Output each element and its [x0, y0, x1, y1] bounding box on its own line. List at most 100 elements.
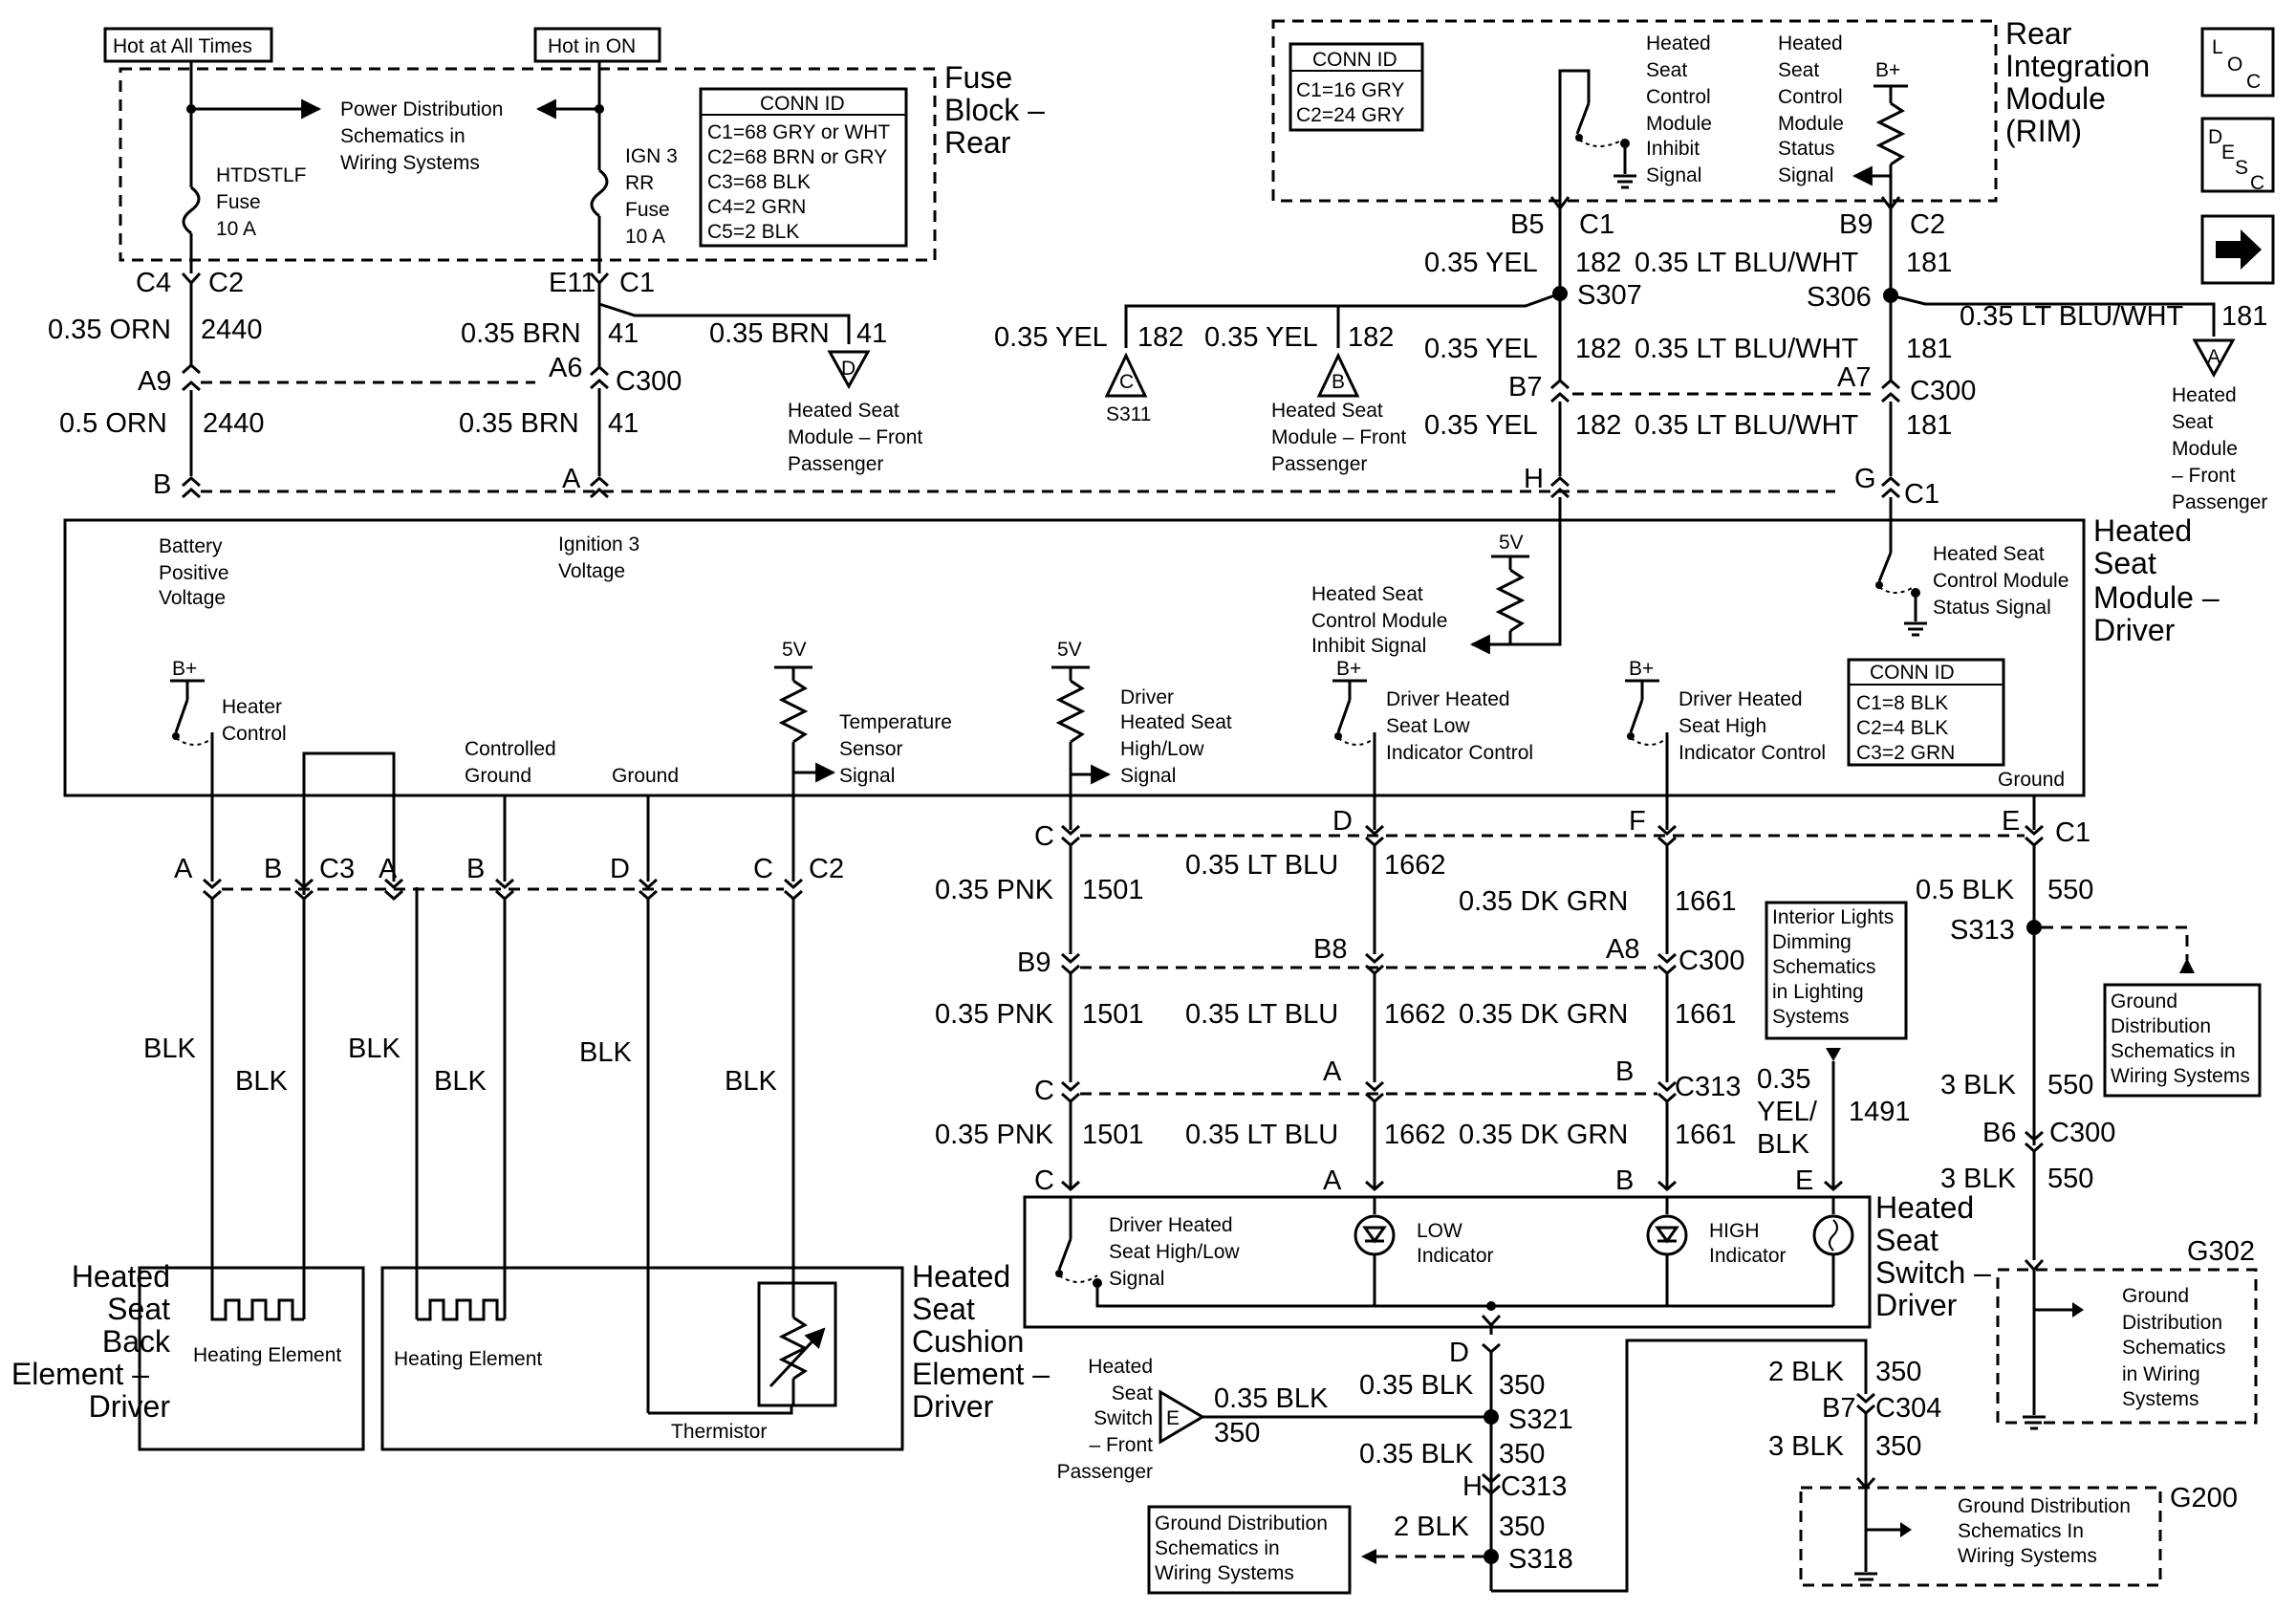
- fuse-block-conn-id-box: [699, 87, 908, 248]
- svg-text:Ground Distribution: Ground Distribution: [1155, 1513, 1328, 1535]
- loc-icon[interactable]: LOC: [2200, 27, 2275, 98]
- svg-text:Ground: Ground: [465, 765, 531, 787]
- svg-text:Passenger: Passenger: [788, 453, 883, 475]
- conn-c313-lower: C313: [1501, 1471, 1567, 1502]
- svg-text:S: S: [2235, 157, 2248, 179]
- conn-b8: B8: [1313, 934, 1347, 965]
- low-ind-switch: [1336, 699, 1352, 733]
- conn-c2-rim: C2: [1910, 209, 1945, 240]
- svg-text:Wiring Systems: Wiring Systems: [2111, 1065, 2250, 1087]
- wire-blk-d-num: 350: [1499, 1370, 1545, 1401]
- conn-h-c313: H: [1462, 1471, 1483, 1502]
- wire-blk3a: 3 BLK: [1940, 1070, 2017, 1100]
- wire-lbw-branch-num: 181: [2221, 301, 2267, 332]
- conn-c1-right: C1: [1904, 479, 1939, 510]
- low-indicator-label-2: Indicator: [1417, 1245, 1494, 1267]
- htdstlf-fuse-symbol: [182, 185, 201, 235]
- svg-text:Module: Module: [1778, 113, 1844, 135]
- svg-text:Driver Heated: Driver Heated: [1109, 1214, 1233, 1236]
- g200-ground-icon: [1854, 1572, 1877, 1587]
- wire-dg-2: 0.35 DK GRN: [1459, 999, 1628, 1030]
- svg-text:Seat: Seat: [1112, 1382, 1153, 1404]
- offpage-d-letter: D: [841, 358, 856, 380]
- svg-text:Heated: Heated: [72, 1259, 170, 1294]
- ign3-rr-fuse-symbol: [590, 168, 609, 218]
- wire-dg-1-num: 1661: [1675, 886, 1737, 917]
- hilow-pullup-resistor: [1055, 679, 1086, 744]
- wire-blk-e: 0.35 BLK: [1214, 1383, 1329, 1414]
- heater-control-switch: [174, 699, 189, 733]
- wire-pnk-1-num: 1501: [1082, 875, 1144, 905]
- hot-at-all-times-label: Hot at All Times: [113, 35, 252, 57]
- status-ground-icon: [1904, 621, 1927, 637]
- svg-text:Heated: Heated: [912, 1259, 1010, 1294]
- svg-text:Seat: Seat: [107, 1292, 170, 1326]
- v5-hilow: 5V: [1057, 639, 1082, 661]
- svg-text:Seat Low: Seat Low: [1386, 715, 1470, 737]
- svg-text:Fuse: Fuse: [944, 60, 1012, 95]
- wire-blk3a-num: 550: [2047, 1070, 2093, 1100]
- arrow-right-icon[interactable]: [2200, 214, 2275, 285]
- wire-lbw-3-num: 181: [1906, 410, 1952, 441]
- svg-text:Module –: Module –: [2093, 580, 2220, 615]
- switch-pin-d: D: [1449, 1338, 1469, 1368]
- conn-s307: S307: [1577, 280, 1642, 311]
- hsm-conn-id-title: CONN ID: [1870, 662, 1955, 684]
- svg-text:Heated: Heated: [1646, 33, 1711, 54]
- hsm-conn-id-2: C2=4 BLK: [1856, 717, 1948, 739]
- c2-pin-d: D: [610, 854, 630, 884]
- wire-yb-b: YEL/: [1757, 1097, 1818, 1127]
- svg-text:Signal: Signal: [1646, 164, 1701, 186]
- svg-text:HTDSTLF: HTDSTLF: [216, 164, 307, 186]
- conn-b-c313: B: [1615, 1056, 1634, 1087]
- wire-blk2b: 2 BLK: [1768, 1357, 1845, 1387]
- conn-b5: B5: [1510, 209, 1544, 240]
- conn-c-c313: C: [1034, 1076, 1054, 1106]
- wire-brn-branch: 0.35 BRN: [709, 318, 830, 349]
- svg-text:RR: RR: [625, 172, 654, 194]
- wire-yb-c: BLK: [1757, 1129, 1809, 1160]
- conn-e11: E11: [549, 268, 596, 298]
- inhibit-into-module: [1472, 497, 1562, 646]
- wire-blk05: 0.5 BLK: [1916, 875, 2015, 905]
- g302-outline: [1996, 1268, 2258, 1425]
- svg-text:Passenger: Passenger: [1271, 453, 1367, 475]
- high-ind-switch: [1629, 699, 1644, 733]
- svg-text:10 A: 10 A: [216, 218, 256, 240]
- c1-pin-c: C: [1034, 821, 1054, 852]
- svg-text:Power Distribution: Power Distribution: [340, 98, 503, 120]
- c3-pin-a: A: [174, 854, 193, 884]
- v5-temp: 5V: [782, 639, 807, 661]
- svg-text:Schematics: Schematics: [2122, 1337, 2226, 1359]
- svg-text:Heated: Heated: [1778, 33, 1843, 54]
- svg-text:Ground: Ground: [2111, 991, 2177, 1012]
- conn-g302: G302: [2187, 1236, 2255, 1267]
- inhibit-pullup-resistor: [1495, 568, 1526, 633]
- hot-in-on-box: [533, 27, 661, 63]
- wire-yel-1: 0.35 YEL: [1424, 248, 1538, 278]
- wire-yel-2: 0.35 YEL: [1424, 334, 1538, 364]
- offpage-e-letter: E: [1166, 1407, 1180, 1429]
- svg-text:Heated: Heated: [1875, 1190, 1974, 1225]
- wire-brn-2-num: 41: [608, 408, 639, 439]
- conn-a9: A9: [138, 366, 171, 397]
- svg-text:E: E: [2221, 142, 2235, 163]
- rim-outline: [1271, 19, 1998, 203]
- wire-pnk-3-num: 1501: [1082, 1120, 1144, 1150]
- svg-text:Inhibit Signal: Inhibit Signal: [1311, 635, 1426, 657]
- offpage-c-triangle: [1104, 352, 1148, 398]
- wire-orn-2-num: 2440: [203, 408, 265, 439]
- conn-b9-c300: B9: [1017, 947, 1051, 978]
- hsm-conn-id-3: C3=2 GRN: [1856, 742, 1955, 764]
- wire-pnk-2: 0.35 PNK: [935, 999, 1054, 1030]
